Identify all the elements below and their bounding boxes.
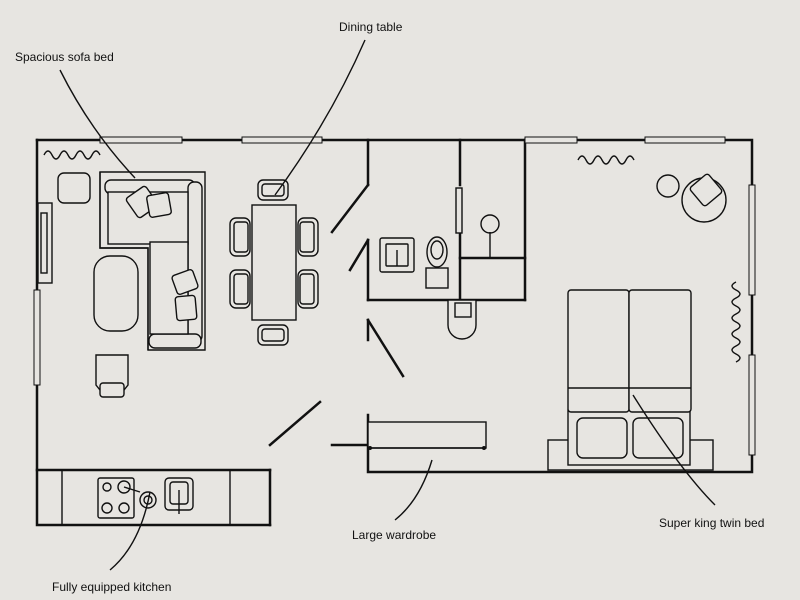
radiators xyxy=(43,150,741,363)
windows xyxy=(33,136,756,456)
kitchen-counter xyxy=(61,470,231,525)
bedroom-furniture xyxy=(656,173,727,223)
armchair xyxy=(95,354,129,398)
sofa-bed xyxy=(99,171,206,351)
kitchen-label: Fully equipped kitchen xyxy=(52,580,172,594)
leader-lines xyxy=(59,39,716,571)
twin-bed xyxy=(547,289,714,471)
wardrobe-label: Large wardrobe xyxy=(352,528,437,542)
dining-table-label: Dining table xyxy=(339,20,403,34)
coffee-table xyxy=(93,255,139,332)
twin-bed-label: Super king twin bed xyxy=(659,516,765,530)
wardrobe xyxy=(367,421,487,450)
bathroom-fixtures xyxy=(379,187,500,340)
dining-set xyxy=(229,179,319,346)
side-table xyxy=(57,172,91,204)
sofa-bed-label: Spacious sofa bed xyxy=(15,50,114,64)
walls xyxy=(35,138,754,527)
tv-unit xyxy=(37,202,53,284)
